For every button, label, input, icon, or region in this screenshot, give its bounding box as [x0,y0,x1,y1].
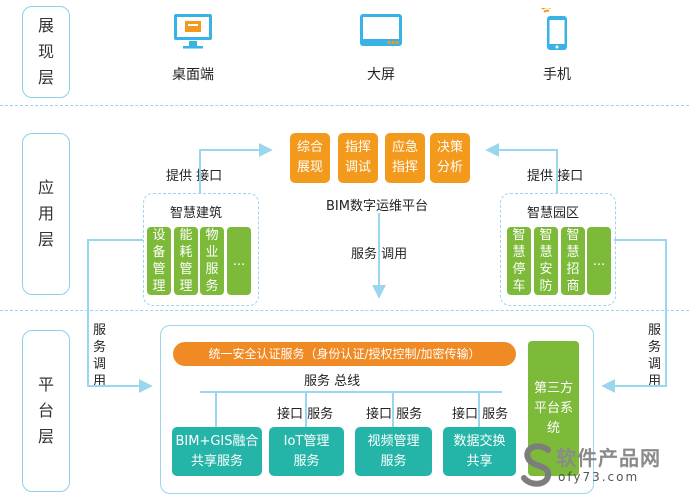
smart-park-item-investment: 智慧招商 [561,227,585,295]
interface-service-2: 接口 服务 [366,407,423,422]
bigscreen-label: 大屏 [367,67,395,83]
smart-park-item-more: ... [587,227,611,295]
mobile-label: 手机 [543,67,571,83]
smart-building-item-property: 物业服务 [200,227,224,295]
module-command-debug: 指挥调试 [338,133,378,183]
module-comprehensive-display: 综合展现 [290,133,330,183]
arrow-provide-right [485,143,558,193]
watermark: 软件产品网 ofy73.com [520,440,685,495]
auth-service-bar: 统一安全认证服务（身份认证/授权控制/加密传输） [173,342,516,366]
watermark-logo-icon [521,443,552,487]
layer-label-application: 应用层 [22,133,70,295]
smart-park-item-parking: 智慧停车 [507,227,531,295]
bigscreen-icon [360,14,402,46]
arrow-service-call-right [601,239,667,393]
divider-application [0,310,689,311]
watermark-text: 软件产品网 [556,446,661,470]
module-emergency-command: 应急指挥 [385,133,425,183]
service-video: 视频管理 服务 [355,427,432,476]
desktop-icon [174,14,212,49]
provide-interface-left: 提供 接口 [166,169,223,184]
service-bim-gis: BIM+GIS融合 共享服务 [172,427,262,476]
mobile-icon [541,8,567,50]
desktop-label: 桌面端 [172,67,214,83]
module-decision-analysis: 决策分析 [430,133,470,183]
smart-building-item-more: ... [227,227,251,295]
arrow-service-call-left [87,239,153,393]
watermark-sub: ofy73.com [558,470,640,484]
layer-label-platform: 平台层 [22,330,70,492]
service-iot: IoT管理 服务 [269,427,344,476]
smart-park-title: 智慧园区 [527,206,580,221]
smart-building-item-device: 设备管理 [147,227,171,295]
third-party-system: 第三方平台系统 [528,341,579,476]
provide-interface-right: 提供 接口 [527,169,584,184]
smart-building-title: 智慧建筑 [170,206,223,221]
interface-service-3: 接口 服务 [452,407,509,422]
layer-label-presentation: 展现层 [22,6,70,98]
bim-platform-title: BIM数字运维平台 [326,199,428,214]
service-data-exchange: 数据交换 共享 [443,427,516,476]
smart-park-item-security: 智慧安防 [534,227,558,295]
divider-presentation [0,105,689,106]
arrow-provide-left [199,143,273,193]
smart-building-item-energy: 能耗管理 [174,227,198,295]
service-bus-label: 服务 总线 [304,374,361,389]
